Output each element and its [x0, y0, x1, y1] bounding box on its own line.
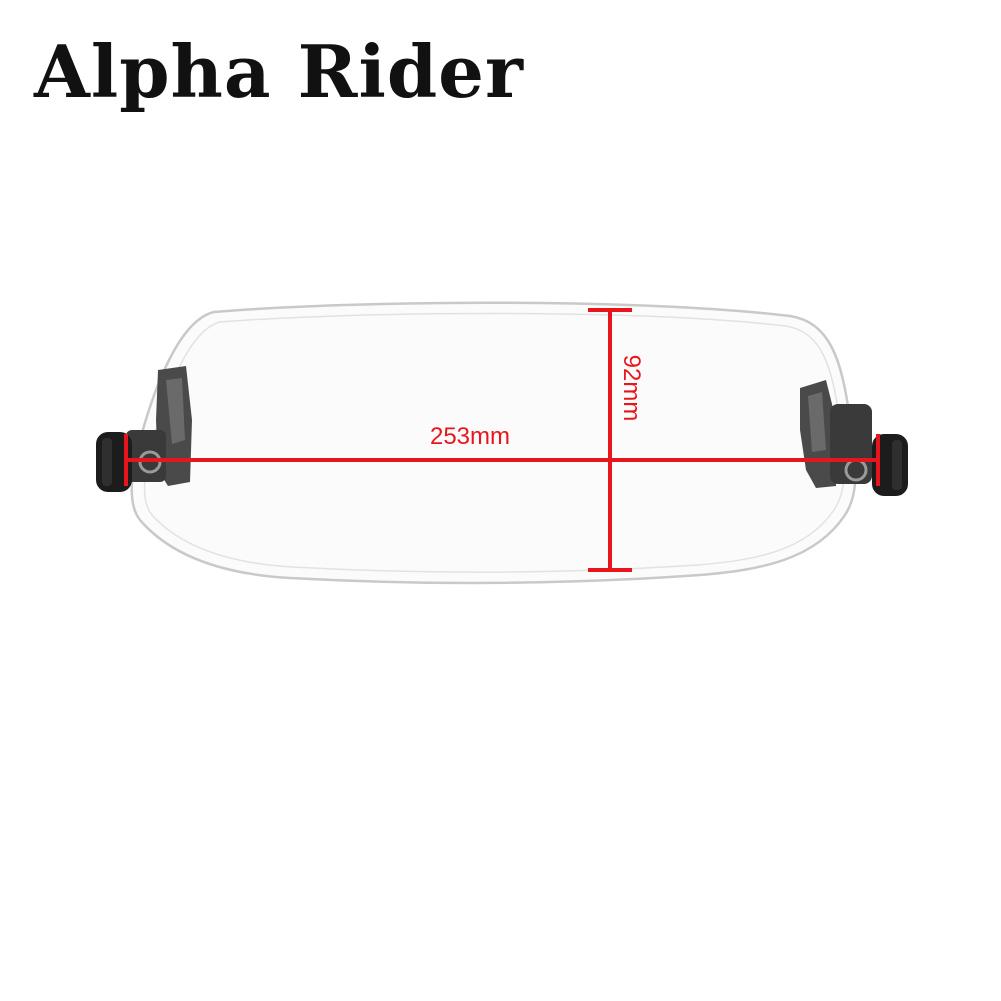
- width-dimension-label: 253mm: [430, 423, 510, 450]
- width-dimension-line: [124, 434, 880, 486]
- height-dimension-line: [588, 308, 632, 572]
- clear-deflector-lens: [130, 301, 857, 585]
- height-dimension-label: 92mm: [618, 355, 645, 422]
- left-adjust-knob: [96, 432, 132, 492]
- brand-logo-text: Alpha Rider: [34, 29, 524, 114]
- left-mount-bracket: [126, 366, 192, 486]
- right-adjust-knob: [872, 434, 908, 496]
